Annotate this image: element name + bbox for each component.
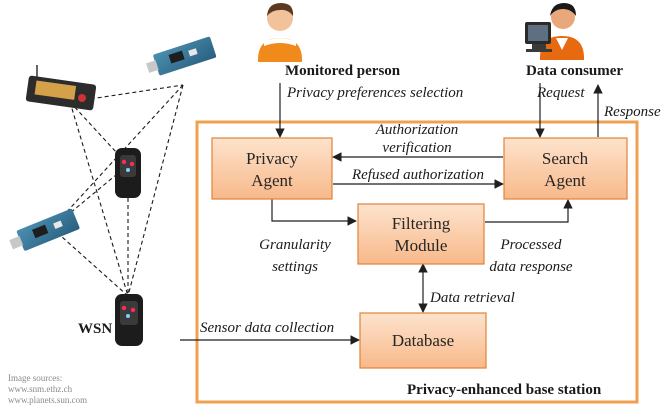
privacy-preferences-label: Privacy preferences selection (286, 85, 463, 101)
granularity-settings-line-2: settings (272, 259, 318, 275)
data-retrieval-label: Data retrieval (429, 290, 515, 306)
base-station-frame (195, 120, 639, 404)
request-label: Request (536, 85, 585, 101)
authorization-verification-line-1: Authorization (375, 122, 459, 138)
search-agent-box (503, 137, 628, 200)
filtering-module-box (357, 203, 485, 265)
response-label: Response (603, 104, 661, 120)
data-consumer-label: Data consumer (526, 63, 623, 79)
usb-sensor-board-left-icon (9, 208, 80, 251)
wsn-label: WSN (78, 321, 112, 337)
processed-data-response-line-1: Processed (499, 237, 562, 253)
search-agent-title-line-2: Agent (544, 171, 586, 190)
flow-arrows (180, 83, 603, 345)
data-consumer-icon (525, 3, 584, 60)
database-title: Database (392, 331, 454, 350)
granularity-settings-line-1: Granularity (259, 237, 331, 253)
wsn-gateway-mote-icon (115, 294, 143, 346)
image-sources-line-3: www.planets.sun.com (8, 395, 87, 405)
refused-authorization-label: Refused authorization (351, 167, 484, 183)
privacy-agent-title-line-2: Agent (251, 171, 293, 190)
privacy-agent-box (211, 137, 333, 200)
usb-sensor-board-icon (146, 36, 217, 76)
filtering-module-title-line-2: Module (395, 236, 448, 255)
privacy-agent-title-line-1: Privacy (246, 149, 298, 168)
monitored-person-label: Monitored person (285, 63, 401, 79)
filtering-module-title-line-1: Filtering (392, 214, 451, 233)
search-agent-title-line-1: Search (542, 149, 589, 168)
monitored-person-icon (258, 3, 302, 62)
database-box (359, 312, 487, 369)
sensor-data-collection-label: Sensor data collection (200, 320, 334, 336)
processed-data-response-line-2: data response (489, 259, 573, 275)
sensor-node-board-icon (25, 65, 97, 111)
base-station-title: Privacy-enhanced base station (407, 382, 602, 398)
sensor-mote-icon (115, 148, 141, 198)
image-sources-line-2: www.snm.ethz.ch (8, 384, 73, 394)
authorization-verification-line-2: verification (382, 140, 451, 156)
image-sources-line-1: Image sources: (8, 373, 62, 383)
